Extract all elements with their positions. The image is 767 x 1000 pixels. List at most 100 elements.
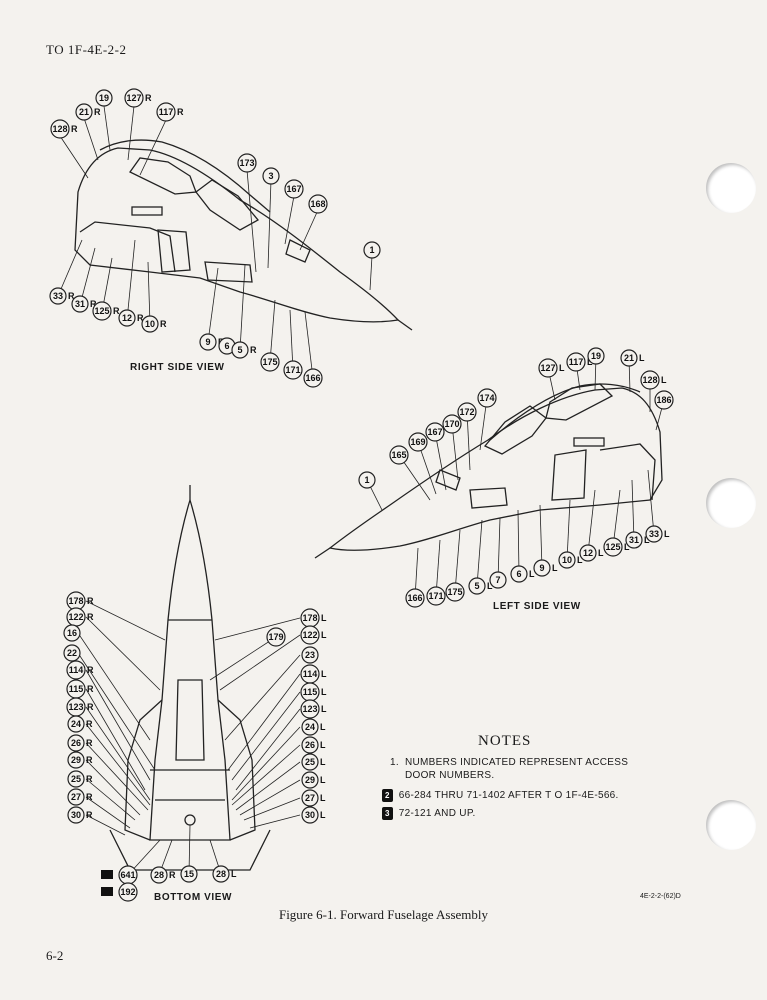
svg-text:31: 31 — [75, 299, 85, 309]
svg-text:172: 172 — [459, 407, 474, 417]
svg-text:6: 6 — [224, 341, 229, 351]
svg-text:R: R — [137, 313, 144, 323]
callout-right_view-171: 171 — [283, 360, 303, 380]
svg-text:125: 125 — [605, 542, 620, 552]
svg-text:21: 21 — [624, 353, 634, 363]
svg-text:12: 12 — [122, 313, 132, 323]
svg-text:127: 127 — [540, 363, 555, 373]
svg-text:128: 128 — [642, 375, 657, 385]
svg-text:165: 165 — [391, 450, 406, 460]
svg-text:178: 178 — [302, 613, 317, 623]
svg-text:R: R — [86, 738, 93, 748]
svg-text:19: 19 — [99, 93, 109, 103]
svg-text:22: 22 — [67, 648, 77, 658]
svg-text:30: 30 — [71, 810, 81, 820]
svg-text:178: 178 — [68, 596, 83, 606]
svg-text:L: L — [661, 375, 667, 385]
callout-bottom_left-16: 16 — [63, 624, 81, 642]
svg-text:R: R — [87, 684, 94, 694]
svg-text:10: 10 — [145, 319, 155, 329]
svg-text:175: 175 — [447, 587, 462, 597]
svg-text:5: 5 — [237, 345, 242, 355]
binder-hole-top — [706, 163, 756, 213]
callout-bottom_row-15: 15 — [180, 865, 198, 883]
page-number: 6-2 — [46, 948, 64, 963]
svg-text:27: 27 — [71, 792, 81, 802]
svg-text:26: 26 — [71, 738, 81, 748]
svg-text:170: 170 — [444, 419, 459, 429]
svg-text:L: L — [487, 581, 493, 591]
callout-right_view-175: 175 — [260, 352, 280, 372]
svg-text:10: 10 — [562, 555, 572, 565]
svg-text:L: L — [320, 793, 326, 803]
svg-text:5: 5 — [474, 581, 479, 591]
svg-text:168: 168 — [310, 199, 325, 209]
svg-text:2: 2 — [104, 869, 109, 879]
svg-text:L: L — [664, 529, 670, 539]
callout-bottom_right-179: 179 — [266, 627, 286, 647]
svg-text:115: 115 — [69, 684, 84, 694]
svg-text:12: 12 — [583, 548, 593, 558]
svg-text:R: R — [86, 755, 93, 765]
svg-text:R: R — [113, 306, 120, 316]
svg-text:R: R — [87, 612, 94, 622]
svg-text:25: 25 — [305, 757, 315, 767]
svg-text:641: 641 — [120, 870, 135, 880]
svg-text:7: 7 — [495, 575, 500, 585]
svg-text:L: L — [320, 810, 326, 820]
svg-text:R: R — [68, 291, 75, 301]
svg-text:179: 179 — [268, 632, 283, 642]
svg-text:125: 125 — [94, 306, 109, 316]
svg-text:L: L — [639, 353, 645, 363]
svg-text:21: 21 — [79, 107, 89, 117]
svg-text:175: 175 — [262, 357, 277, 367]
svg-text:24: 24 — [305, 722, 315, 732]
svg-text:1: 1 — [364, 475, 369, 485]
callout-left_view-171: 171 — [426, 586, 446, 606]
svg-text:L: L — [321, 687, 327, 697]
svg-text:31: 31 — [629, 535, 639, 545]
svg-text:R: R — [169, 870, 176, 880]
svg-text:115: 115 — [303, 687, 318, 697]
svg-text:3: 3 — [268, 171, 273, 181]
callout-left_view-1: 1 — [358, 471, 376, 489]
callout-right_view-166: 166 — [303, 368, 323, 388]
callout-right_view-1: 1 — [363, 241, 381, 259]
document-number: TO 1F-4E-2-2 — [46, 42, 127, 57]
svg-text:L: L — [552, 563, 558, 573]
figure-id: 4E-2-2-(62)D — [640, 893, 681, 900]
callout-left_view-21l: 21 L — [620, 349, 645, 367]
svg-text:R: R — [87, 702, 94, 712]
svg-text:R: R — [145, 93, 152, 103]
callout-left_view-127l: 127 L — [538, 358, 565, 378]
left-side-view-label: LEFT SIDE VIEW — [493, 601, 581, 612]
svg-text:25: 25 — [71, 774, 81, 784]
svg-text:167: 167 — [286, 184, 301, 194]
callout-right_view-3: 3 — [262, 167, 280, 185]
svg-text:L: L — [559, 363, 565, 373]
